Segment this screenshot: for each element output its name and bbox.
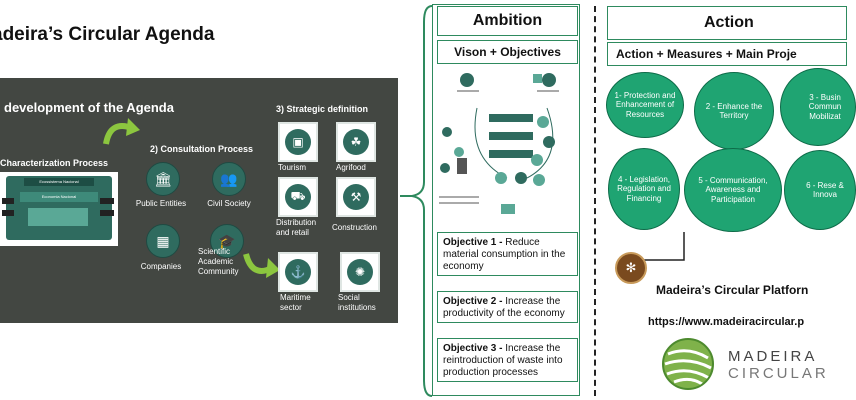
logo-word-1: MADEIRA <box>728 348 818 365</box>
action-title: Action <box>704 14 754 31</box>
curved-arrow-icon <box>103 118 140 145</box>
map-header-top: Ecossistema Nacional <box>24 178 94 186</box>
civil-society-icon: 👥 <box>212 162 246 196</box>
vision-diagram <box>439 73 559 214</box>
strategic-item-2: Agrifood <box>336 163 366 172</box>
strategic-item-4: Construction <box>332 223 377 232</box>
truck-icon: ⛟ <box>278 177 318 217</box>
objective-2-text: Increase the productivity of the economy <box>443 296 565 319</box>
objective-2-label: Objective 2 - <box>443 296 506 307</box>
agenda-development-panel: development of the Agenda Characterizati… <box>0 78 398 323</box>
measure-3: 3 - Busin Commun Mobilizat <box>780 68 856 146</box>
section2-title: 2) Consultation Process <box>150 144 254 154</box>
objective-1: Objective 1 - Reduce material consumptio… <box>437 232 578 276</box>
objective-1-text: Reduce material consumption in the econo… <box>443 237 566 272</box>
dashed-divider <box>594 6 596 396</box>
action-title-box: Action <box>607 6 847 40</box>
public-entities-icon: 🏛 <box>146 162 180 196</box>
agrifood-icon: ☘ <box>336 122 376 162</box>
ambition-subtitle-box: Vison + Objectives <box>437 40 578 64</box>
characterization-map: Ecossistema Nacional Economia Nacional <box>0 172 118 246</box>
measure-2: 2 - Enhance the Territory <box>694 72 774 150</box>
strategic-item-3: Distribution and retail <box>276 218 317 237</box>
social-institutions-icon: ✺ <box>340 252 380 292</box>
brace-connector <box>400 5 433 397</box>
measure-5: 5 - Communication, Awareness and Partici… <box>684 148 782 232</box>
curved-arrow-icon-2 <box>243 253 280 278</box>
strategic-item-6: Social institutions <box>338 293 376 312</box>
action-subtitle-box: Action + Measures + Main Proje <box>607 42 847 66</box>
section3-title: 3) Strategic definition <box>276 104 369 114</box>
panel-header: development of the Agenda <box>4 100 174 115</box>
measure-6: 6 - Rese & Innova <box>784 150 856 230</box>
section1-title: Characterization Process <box>0 158 109 168</box>
objective-3-label: Objective 3 - <box>443 343 506 354</box>
strategic-item-1: Tourism <box>278 163 307 172</box>
consultation-item-4: Scientific Academic Community <box>198 247 239 276</box>
consultation-item-3: Companies <box>140 262 182 271</box>
strategic-item-5: Maritime sector <box>280 293 311 312</box>
graduation-cap-icon: 🎓 <box>210 224 244 258</box>
consultation-item-1: Public Entities <box>135 199 187 208</box>
consultation-item-2: Civil Society <box>207 199 251 208</box>
platform-network-icon: ✻ <box>615 252 647 284</box>
page-title: adeira’s Circular Agenda <box>0 24 215 45</box>
ambition-column <box>432 4 580 396</box>
platform-title: Madeira’s Circular Platforn <box>656 283 809 297</box>
measure-4: 4 - Legislation, Regulation and Financin… <box>608 148 680 230</box>
ambition-title-box: Ambition <box>437 6 578 36</box>
ambition-title: Ambition <box>472 12 543 29</box>
objective-3-text: Increase the reintroduction of waste int… <box>443 343 563 378</box>
tourism-icon: ▣ <box>278 122 318 162</box>
objective-1-label: Objective 1 - <box>443 237 506 248</box>
map-header-mid: Economia Nacional <box>20 192 98 202</box>
measure-1: 1- Protection and Enhancement of Resourc… <box>606 72 684 138</box>
madeira-circular-logo-icon <box>662 338 714 390</box>
construction-icon: ⚒ <box>336 177 376 217</box>
logo-word-2: CIRCULAR <box>728 365 829 382</box>
objective-3: Objective 3 - Increase the reintroductio… <box>437 338 578 382</box>
objective-2: Objective 2 - Increase the productivity … <box>437 291 578 323</box>
action-subtitle: Action + Measures + Main Proje <box>616 47 797 61</box>
platform-url[interactable]: https://www.madeiracircular.p <box>648 316 805 328</box>
companies-icon: ▦ <box>146 224 180 258</box>
anchor-icon: ⚓ <box>278 252 318 292</box>
ambition-subtitle: Vison + Objectives <box>454 45 561 59</box>
